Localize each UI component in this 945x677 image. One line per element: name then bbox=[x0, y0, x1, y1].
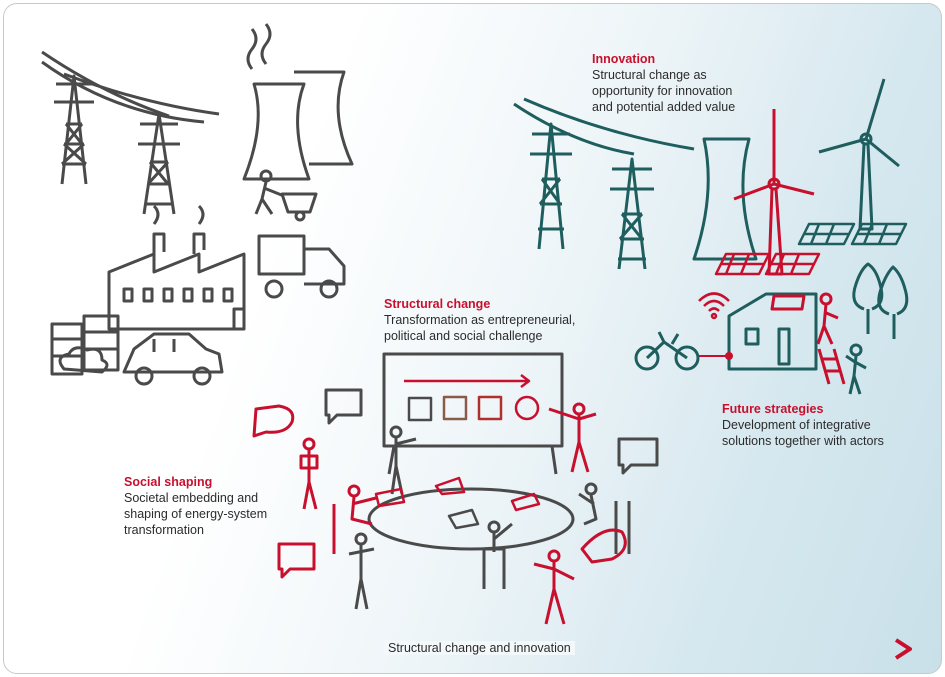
cooling-tower-icon bbox=[692, 137, 758, 261]
process-arrow-icon bbox=[404, 374, 531, 388]
person-icon bbox=[482, 520, 513, 589]
structural-change-title: Structural change bbox=[384, 297, 491, 311]
innovation-callout: Innovation Structural change as opportun… bbox=[592, 51, 735, 115]
laptop-icon bbox=[510, 492, 541, 512]
car-icon bbox=[122, 332, 224, 386]
social-shaping-text: Societal embedding and shaping of energy… bbox=[124, 491, 268, 537]
structural-change-text: Transformation as entrepreneurial, polit… bbox=[384, 313, 576, 343]
wifi-icon bbox=[698, 292, 730, 320]
future-strategies-callout: Future strategies Development of integra… bbox=[722, 401, 884, 449]
innovation-title: Innovation bbox=[592, 52, 656, 66]
barrels-icon bbox=[50, 314, 120, 376]
speech-bubble-icon bbox=[324, 388, 363, 425]
speech-bubble-icon bbox=[252, 404, 295, 438]
future-strategies-text: Development of integrative solutions tog… bbox=[722, 418, 884, 448]
pylon-icon bbox=[530, 122, 572, 250]
table-icon bbox=[367, 487, 575, 551]
workshop-group bbox=[252, 352, 659, 625]
person-icon bbox=[348, 532, 375, 610]
innovation-energy-group bbox=[513, 78, 908, 276]
arrow-head bbox=[894, 638, 912, 660]
timeline-label: Structural change and innovation bbox=[384, 641, 575, 655]
laptop-icon bbox=[447, 508, 480, 530]
pylon-icon bbox=[54, 74, 94, 185]
roof-solar-icon bbox=[770, 294, 806, 311]
worker-ladder-icon bbox=[816, 292, 846, 385]
solar-panel-icon bbox=[714, 252, 821, 276]
power-line bbox=[63, 72, 220, 116]
person-icon bbox=[533, 549, 575, 625]
house-icon bbox=[727, 292, 818, 371]
old-industry-group bbox=[41, 23, 354, 386]
future-strategies-title: Future strategies bbox=[722, 402, 824, 416]
person-icon bbox=[845, 343, 867, 395]
pylon-icon bbox=[610, 157, 654, 270]
presenter-icon bbox=[548, 402, 597, 473]
speech-bubble-icon bbox=[277, 542, 316, 579]
wind-turbine-icon bbox=[818, 78, 900, 231]
speech-bubble-icon bbox=[617, 437, 659, 475]
laptop-icon bbox=[374, 487, 406, 508]
person-icon bbox=[299, 437, 319, 510]
future-strategies-group bbox=[634, 262, 909, 395]
power-line bbox=[523, 97, 695, 151]
whiteboard-icon bbox=[382, 352, 564, 475]
worker-cart-icon bbox=[254, 169, 318, 222]
truck-icon bbox=[257, 234, 346, 299]
factory-icon bbox=[107, 204, 246, 331]
speech-bubble-icon bbox=[580, 528, 627, 564]
process-box-icon bbox=[442, 395, 468, 421]
power-line bbox=[41, 60, 205, 124]
person-icon bbox=[578, 482, 631, 554]
structural-change-callout: Structural change Transformation as entr… bbox=[384, 296, 575, 344]
process-box-icon bbox=[477, 395, 503, 421]
bicycle-icon bbox=[634, 331, 700, 371]
wind-turbine-icon bbox=[733, 109, 815, 276]
process-circle-icon bbox=[514, 395, 540, 421]
person-icon bbox=[332, 484, 377, 554]
pylon-icon bbox=[138, 112, 180, 215]
trees-icon bbox=[852, 262, 909, 339]
cooling-tower-icon bbox=[294, 70, 354, 166]
connector-dot bbox=[725, 352, 733, 360]
power-line bbox=[513, 102, 635, 156]
solar-panel-icon bbox=[797, 222, 908, 246]
social-shaping-title: Social shaping bbox=[124, 475, 213, 489]
innovation-text: Structural change as opportunity for inn… bbox=[592, 68, 736, 114]
cooling-tower-icon bbox=[242, 82, 311, 181]
laptop-icon bbox=[434, 476, 466, 496]
diagram-frame: Innovation Structural change as opportun… bbox=[3, 3, 942, 674]
social-shaping-callout: Social shaping Societal embedding and sh… bbox=[124, 474, 267, 538]
smoke-icon bbox=[246, 23, 272, 70]
person-icon bbox=[389, 425, 417, 495]
illustration bbox=[41, 23, 912, 660]
